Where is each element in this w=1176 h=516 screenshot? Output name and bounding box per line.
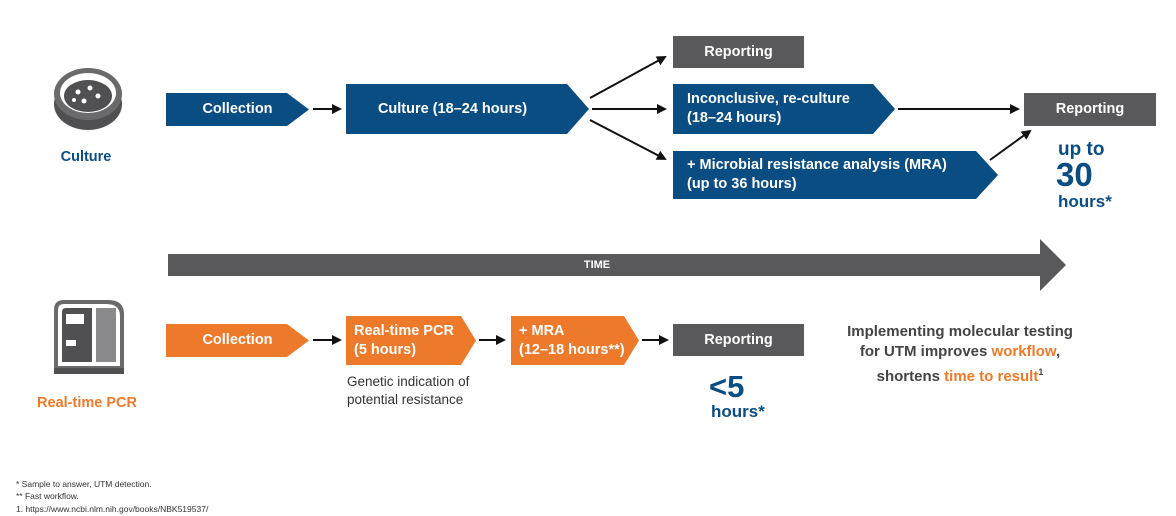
culture-row-label: Culture xyxy=(60,149,112,165)
culture-reporting-final: Reporting xyxy=(1024,93,1156,126)
arrow-culture-to-reporting xyxy=(589,56,667,99)
message-line2: for UTM improves workflow, xyxy=(830,342,1090,362)
inconclusive-line2: (18–24 hours) xyxy=(687,110,782,126)
message-line1: Implementing molecular testing xyxy=(847,323,1073,340)
message-line3: shortens time to result1 xyxy=(830,362,1090,387)
footnote-1: * Sample to answer, UTM detection. xyxy=(16,479,152,489)
pcr-reporting-label: Reporting xyxy=(704,331,773,348)
pcr-step: Real-time PCR (5 hours) xyxy=(346,316,476,365)
culture-mra-line1: + Microbial resistance analysis (MRA) xyxy=(687,157,947,174)
inconclusive-reculture-step: Inconclusive, re-culture (18–24 hours) xyxy=(673,84,895,134)
footnote-2: ** Fast workflow. xyxy=(16,491,79,502)
culture-time-value: 30 xyxy=(1056,156,1093,193)
culture-reporting-top: Reporting xyxy=(673,36,804,68)
culture-reporting-top-label: Reporting xyxy=(704,43,773,60)
footnotes: * Sample to answer, UTM detection. ** Fa… xyxy=(16,478,208,515)
message-line2-suffix: , xyxy=(1055,343,1061,360)
culture-time-up-to: up to xyxy=(1058,139,1105,160)
footnote-3: 1. https://www.ncbi.nlm.nih.gov/books/NB… xyxy=(16,503,209,514)
pcr-mra-step: + MRA (12–18 hours**) xyxy=(511,316,639,365)
time-arrow-label: TIME xyxy=(583,258,611,271)
culture-reporting-final-label: Reporting xyxy=(1055,101,1125,118)
pcr-resistance-note: Genetic indication of potential resistan… xyxy=(347,373,469,409)
pcr-note-line2: potential resistance xyxy=(347,392,464,408)
pcr-step-line2: (5 hours) xyxy=(354,341,417,358)
culture-mra-step: + Microbial resistance analysis (MRA) (u… xyxy=(673,151,998,199)
message-line2-prefix: for UTM improves xyxy=(859,343,992,360)
petri-dish-icon xyxy=(54,68,122,130)
message-line3-prefix: shortens xyxy=(876,368,945,385)
pcr-reporting-step: Reporting xyxy=(673,324,804,356)
culture-collection-step: Collection xyxy=(166,93,309,126)
culture-mra-line2: (up to 36 hours) xyxy=(687,176,797,192)
pcr-instrument-icon xyxy=(54,300,124,374)
arrow-culture-to-mra xyxy=(589,119,667,160)
culture-time-unit: hours* xyxy=(1058,192,1112,211)
pcr-row-label: Real-time PCR xyxy=(37,395,137,411)
message-footnote-ref: 1 xyxy=(1038,367,1044,377)
culture-step-label: Culture (18–24 hours) xyxy=(377,100,528,117)
pcr-time-unit: hours* xyxy=(711,402,765,421)
pcr-collection-step: Collection xyxy=(166,324,309,357)
pcr-mra-line1: + MRA xyxy=(519,322,565,339)
pcr-collection-label: Collection xyxy=(202,332,273,349)
pcr-step-line1: Real-time PCR xyxy=(354,322,454,339)
arrow-mra-to-reporting xyxy=(989,129,1032,161)
pcr-time-value: <5 xyxy=(709,369,745,404)
message-highlight-time-to-result: time to result xyxy=(944,368,1039,385)
message-highlight-workflow: workflow xyxy=(991,343,1056,360)
pcr-mra-line2: (12–18 hours**) xyxy=(519,341,625,358)
culture-collection-label: Collection xyxy=(202,101,273,118)
inconclusive-line1: Inconclusive, re-culture xyxy=(687,91,850,108)
key-message: Implementing molecular testing for UTM i… xyxy=(830,322,1090,387)
pcr-note-line1: Genetic indication of xyxy=(347,374,470,389)
culture-step: Culture (18–24 hours) xyxy=(346,84,589,134)
